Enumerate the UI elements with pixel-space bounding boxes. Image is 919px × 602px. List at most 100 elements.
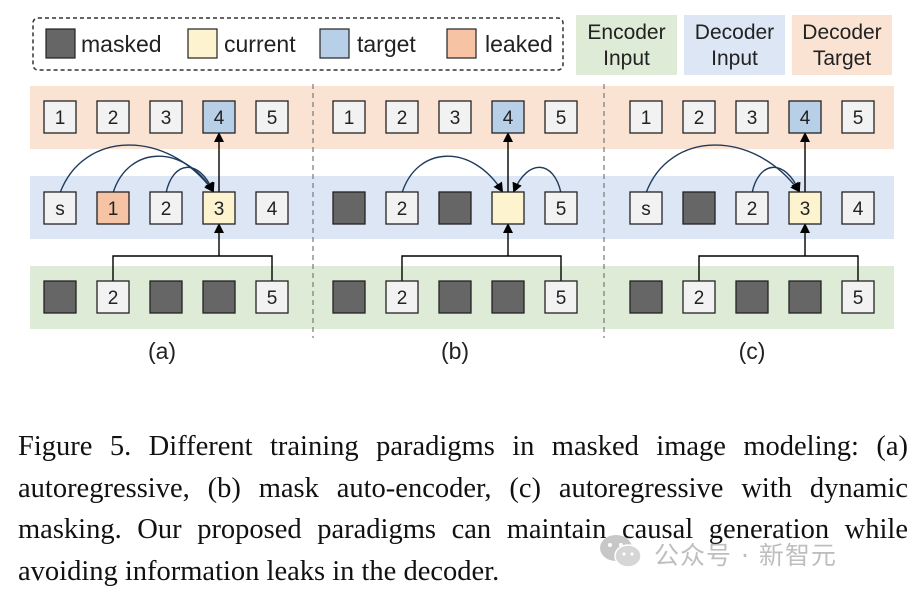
target-token-label: 2 (397, 108, 408, 129)
encoder-token-plain (385, 280, 419, 314)
decoder-token-plain (629, 191, 663, 225)
target-token-plain (682, 100, 716, 134)
encoder-token-plain (841, 280, 875, 314)
legend-swatch-masked (45, 28, 76, 59)
decoder-token-label: 2 (397, 199, 408, 220)
encoder-token-label: 2 (694, 288, 705, 309)
role-encoder-input: Encoder Input (576, 15, 677, 75)
attention-arrow (401, 155, 504, 194)
encoder-token-plain (682, 280, 716, 314)
target-token-plain (332, 100, 366, 134)
decoder-token-label: 3 (214, 199, 225, 220)
decoder-token-plain (149, 191, 183, 225)
encoder-connector (401, 255, 562, 282)
target-token-plain (385, 100, 419, 134)
encoder-token-masked (629, 280, 663, 314)
decoder-token-label: s (641, 199, 651, 220)
decoder-token-label: 4 (267, 199, 278, 220)
target-token-plain (149, 100, 183, 134)
decoder-token-leaked (96, 191, 130, 225)
target-token-label: 4 (503, 108, 514, 129)
legend-frame (32, 17, 564, 71)
encoder-token-plain (255, 280, 289, 314)
target-token-target (202, 100, 236, 134)
attention-arrow (645, 144, 801, 194)
decoder-token-label: 2 (747, 199, 758, 220)
role-decoder-line2: Input (711, 47, 758, 70)
decoder-token-label: 2 (161, 199, 172, 220)
target-token-label: 3 (747, 108, 758, 129)
encoder-token-masked (788, 280, 822, 314)
legend-swatch-target (319, 28, 350, 59)
target-token-plain (841, 100, 875, 134)
decoder-token-plain (255, 191, 289, 225)
encoder-token-plain (544, 280, 578, 314)
target-token-label: 5 (556, 108, 567, 129)
legend-swatch-leaked (446, 28, 477, 59)
target-token-plain (629, 100, 663, 134)
target-token-target (788, 100, 822, 134)
target-token-target (491, 100, 525, 134)
role-encoder-line1: Encoder (587, 21, 665, 44)
decoder-token-masked (332, 191, 366, 225)
encoder-connector (112, 255, 273, 282)
decoder-token-label: s (55, 199, 65, 220)
attention-arrow (112, 155, 215, 194)
target-token-label: 4 (800, 108, 811, 129)
panel-b: 1 2 3 4 5 2 5 2 5 (b) (332, 100, 578, 364)
decoder-token-plain (841, 191, 875, 225)
decoder-token-label: 3 (800, 199, 811, 220)
encoder-token-masked (43, 280, 77, 314)
legend: masked current target leaked (32, 17, 564, 71)
attention-arrow (512, 166, 562, 194)
target-token-plain (255, 100, 289, 134)
decoder-token-label: 5 (556, 199, 567, 220)
decoder-token-label: 4 (853, 199, 864, 220)
role-decoder-input: Decoder Input (684, 15, 785, 75)
attention-arrow (59, 144, 215, 194)
figure-caption: Figure 5. Different training paradigms i… (18, 431, 908, 587)
role-encoder-line2: Input (603, 47, 650, 70)
encoder-token-masked (149, 280, 183, 314)
panel-label: (c) (739, 338, 766, 364)
encoder-token-label: 5 (556, 288, 567, 309)
attention-arrow (165, 166, 215, 194)
role-target-line1: Decoder (802, 21, 881, 44)
encoder-token-plain (96, 280, 130, 314)
target-token-label: 1 (55, 108, 66, 129)
decoder-token-plain (385, 191, 419, 225)
encoder-token-masked (332, 280, 366, 314)
decoder-token-plain (43, 191, 77, 225)
target-token-plain (96, 100, 130, 134)
target-token-label: 1 (344, 108, 355, 129)
decoder-token-current (491, 191, 525, 225)
target-token-label: 3 (450, 108, 461, 129)
decoder-token-current (788, 191, 822, 225)
decoder-token-plain (544, 191, 578, 225)
target-token-label: 2 (694, 108, 705, 129)
decoder-token-plain (735, 191, 769, 225)
decoder-token-masked (682, 191, 716, 225)
target-token-label: 4 (214, 108, 225, 129)
encoder-token-label: 5 (853, 288, 864, 309)
decoder-token-label: 1 (108, 199, 119, 220)
encoder-token-label: 5 (267, 288, 278, 309)
target-token-plain (43, 100, 77, 134)
legend-label-target: target (357, 31, 416, 57)
role-target-line2: Target (813, 47, 872, 70)
legend-label-masked: masked (81, 31, 162, 57)
panel-label: (a) (148, 338, 176, 364)
encoder-token-masked (735, 280, 769, 314)
panel-label: (b) (441, 338, 469, 364)
target-token-plain (438, 100, 472, 134)
target-token-label: 5 (853, 108, 864, 129)
encoder-token-label: 2 (397, 288, 408, 309)
legend-label-current: current (224, 31, 296, 57)
attention-arrow (751, 166, 801, 194)
target-token-label: 2 (108, 108, 119, 129)
role-decoder-target: Decoder Target (792, 15, 892, 75)
